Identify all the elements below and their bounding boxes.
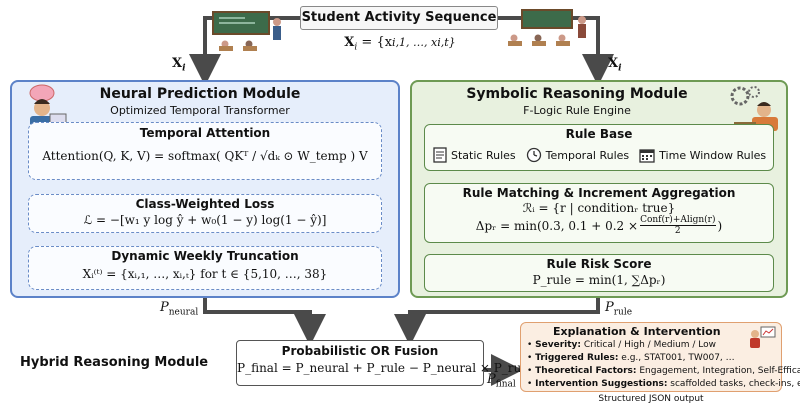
explanation-item: • Theoretical Factors: Engagement, Integ… (527, 366, 800, 376)
class-weighted-loss-formula: ℒ = −[w₁ y log ŷ + w₀(1 − y) log(1 − ŷ)] (83, 213, 327, 227)
fusion-title: Probabilistic OR Fusion (281, 344, 439, 358)
explanation-footer: Structured JSON output (598, 394, 704, 404)
label-p-neural: Pneural (160, 300, 199, 318)
rule-risk-title: Rule Risk Score (546, 257, 652, 271)
rule-item-static: Static Rules (433, 147, 516, 163)
clock-icon (526, 147, 541, 163)
weekly-truncation-box: Dynamic Weekly Truncation Xᵢ⁽ᵗ⁾ = {xᵢ,₁,… (28, 246, 382, 290)
class-weighted-loss-box: Class-Weighted Loss ℒ = −[w₁ y log ŷ + w… (28, 194, 382, 233)
label-xi-right: Xi (608, 56, 622, 74)
classroom-illustration-right (508, 9, 586, 46)
rule-risk-formula: P_rule = min(1, ∑Δpᵣ) (532, 273, 666, 287)
temporal-attention-title: Temporal Attention (139, 126, 271, 140)
student-sequence-formula: Xi = {xi,1, …, xi,t} (344, 35, 456, 53)
rule-base-items: Static Rules Temporal Rules Time Window … (433, 147, 766, 163)
rule-base-box: Rule Base Static Rules Temporal Rules Ti… (424, 124, 774, 171)
fusion-formula: P_final = P_neural + P_rule − P_neural ×… (237, 361, 533, 375)
neural-module-subtitle: Optimized Temporal Transformer (110, 104, 290, 117)
classroom-illustration (212, 11, 281, 51)
explanation-item: • Triggered Rules: e.g., STAT001, TW007,… (527, 353, 735, 363)
calendar-icon (639, 149, 655, 163)
weekly-truncation-title: Dynamic Weekly Truncation (111, 249, 299, 263)
explanation-item: • Severity: Critical / High / Medium / L… (527, 340, 717, 350)
rule-risk-box: Rule Risk Score P_rule = min(1, ∑Δpᵣ) (424, 254, 774, 292)
symbolic-module-title: Symbolic Reasoning Module (466, 86, 688, 102)
label-p-rule: Prule (605, 300, 633, 318)
rule-matching-title: Rule Matching & Increment Aggregation (462, 186, 736, 200)
student-sequence-title: Student Activity Sequence (301, 10, 497, 25)
document-icon (433, 147, 447, 163)
label-xi-left: Xi (172, 56, 186, 74)
rule-matching-formula-2: Δpᵣ = min(0.3, 0.1 + 0.2 × Conf(r)+Align… (475, 215, 723, 236)
rule-matching-box: Rule Matching & Increment Aggregation ℛᵢ… (424, 183, 774, 243)
neural-module-title: Neural Prediction Module (99, 86, 301, 102)
explanation-item: • Intervention Suggestions: scaffolded t… (527, 379, 800, 389)
class-weighted-loss-title: Class-Weighted Loss (135, 197, 275, 211)
explanation-list: • Severity: Critical / High / Medium / L… (527, 339, 800, 391)
weekly-truncation-formula: Xᵢ⁽ᵗ⁾ = {xᵢ,₁, …, xᵢ,ₜ} for t ∈ {5,10, …… (82, 267, 328, 281)
student-sequence-box: Student Activity Sequence (300, 6, 498, 30)
explanation-title: Explanation & Intervention (553, 325, 721, 338)
arrow-rule-to-fusion (394, 298, 600, 346)
temporal-attention-formula: Attention(Q, K, V) = softmax( QKᵀ / √dₖ … (42, 149, 368, 163)
rule-matching-formula-1: ℛᵢ = {r | conditionᵣ true} (522, 201, 676, 215)
rule-item-temporal: Temporal Rules (526, 147, 629, 163)
symbolic-module-subtitle: F-Logic Rule Engine (523, 104, 631, 117)
rule-base-title: Rule Base (565, 127, 633, 141)
arrow-neural-to-fusion (203, 298, 326, 346)
teacher-illustration (750, 326, 776, 348)
rule-item-time-window: Time Window Rules (639, 147, 766, 163)
fusion-box: Probabilistic OR Fusion P_final = P_neur… (236, 340, 533, 386)
explanation-box: Explanation & Intervention • Severity: C… (520, 322, 800, 392)
label-p-final: Pfinal (487, 372, 516, 390)
temporal-attention-box: Temporal Attention Attention(Q, K, V) = … (28, 122, 382, 180)
hybrid-module-label: Hybrid Reasoning Module (20, 355, 209, 370)
